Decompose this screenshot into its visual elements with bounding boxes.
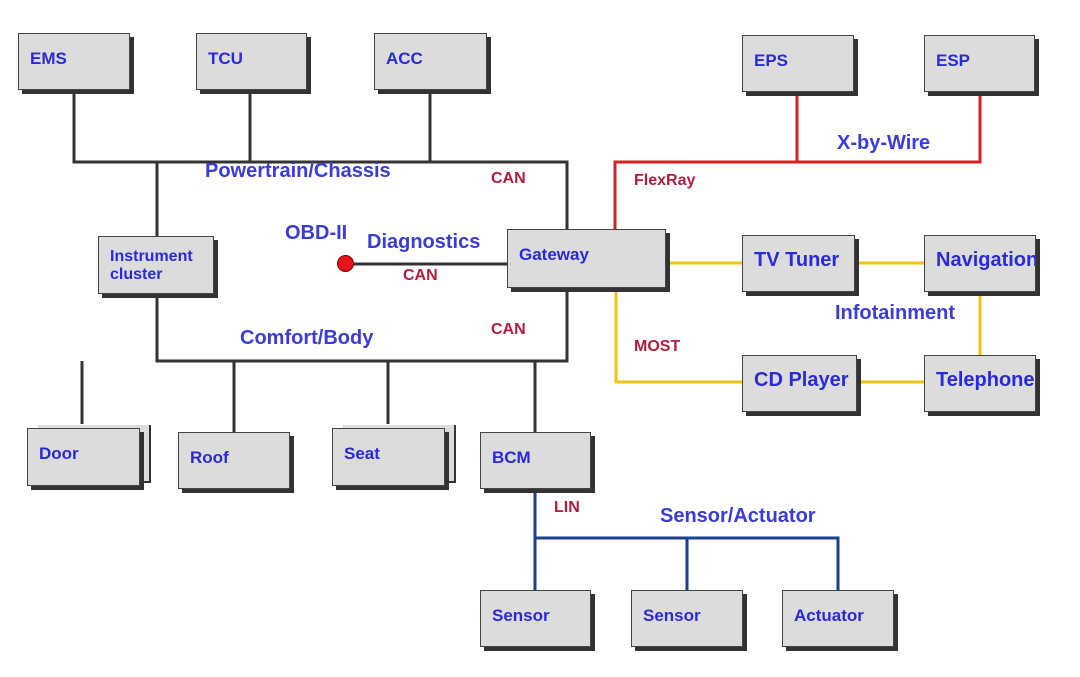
x-by-wire-label: X-by-Wire <box>837 132 931 154</box>
most-bus <box>614 261 982 384</box>
lin-bus <box>533 489 840 590</box>
sensor-node-1: Sensor <box>480 590 591 647</box>
tcu-node: TCU <box>196 33 307 90</box>
most-bus-label: MOST <box>634 338 681 355</box>
navigation-node: Navigation <box>924 235 1036 292</box>
cd-player-node: CD Player <box>742 355 857 412</box>
seat-node: Seat <box>332 428 445 486</box>
bcm-node: BCM <box>480 432 591 489</box>
diagnostics-label: Diagnostics <box>367 231 481 253</box>
instrument-cluster-node: Instrument cluster <box>98 236 214 294</box>
acc-node: ACC <box>374 33 487 90</box>
lin-bus-label: LIN <box>554 499 580 516</box>
flexray-bus <box>613 92 982 230</box>
can-body-bus-label: CAN <box>491 321 526 338</box>
telephone-node: Telephone <box>924 355 1036 412</box>
can-diagnostics-bus-label: CAN <box>403 267 438 284</box>
obd-ii-label: OBD-II <box>285 222 348 244</box>
sensor-actuator-label: Sensor/Actuator <box>660 505 816 527</box>
ems-node: EMS <box>18 33 130 90</box>
actuator-node: Actuator <box>782 590 894 647</box>
tv-tuner-node: TV Tuner <box>742 235 855 292</box>
powertrain-chassis-label: Powertrain/Chassis <box>205 160 391 182</box>
can-body-bus <box>80 288 569 432</box>
gateway-node: Gateway <box>507 229 666 288</box>
can-powertrain-bus-label: CAN <box>491 170 526 187</box>
flexray-bus-label: FlexRay <box>634 172 696 189</box>
obd-connector <box>337 255 354 272</box>
esp-node: ESP <box>924 35 1035 92</box>
sensor-node-2: Sensor <box>631 590 743 647</box>
comfort-body-label: Comfort/Body <box>240 327 374 349</box>
door-node: Door <box>27 428 140 486</box>
eps-node: EPS <box>742 35 854 92</box>
infotainment-label: Infotainment <box>835 302 955 324</box>
roof-node: Roof <box>178 432 290 489</box>
can-powertrain-bus <box>72 90 569 236</box>
